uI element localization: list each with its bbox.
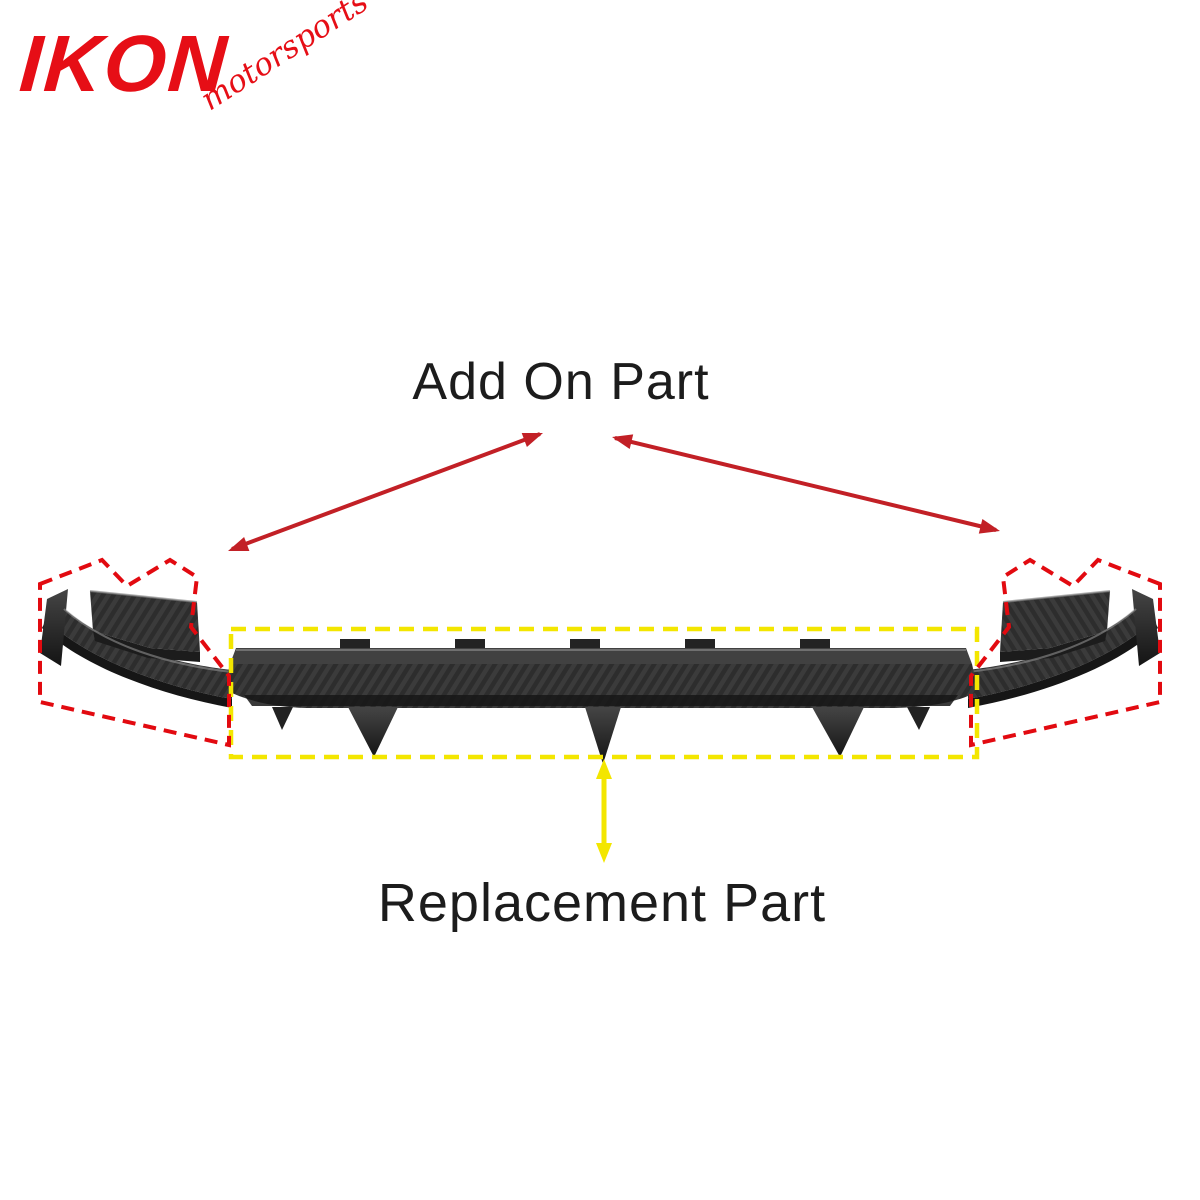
arrowhead xyxy=(228,537,250,551)
corner-slab-left-edge xyxy=(93,631,200,662)
diffuser-add-on-right xyxy=(967,588,1161,709)
arrowhead xyxy=(521,433,543,447)
replacement-part-label: Replacement Part xyxy=(377,873,827,933)
add-on-arrow-left xyxy=(228,432,543,551)
add-on-outline-left xyxy=(38,557,231,748)
diffuser-fin-right xyxy=(812,707,864,757)
brand-logo: IKON motorsports xyxy=(17,0,440,164)
arrowhead xyxy=(612,434,634,449)
highlight xyxy=(63,608,233,673)
diffuser-replacement-center xyxy=(224,639,978,764)
add-on-arrow-right xyxy=(612,434,1000,534)
add-on-part-label: Add On Part xyxy=(412,353,710,411)
replacement-arrow xyxy=(596,759,612,863)
arrowhead xyxy=(978,519,1000,534)
arrowhead xyxy=(596,759,612,779)
diffuser-shadow xyxy=(244,695,958,706)
diffuser-fin-center xyxy=(585,707,621,764)
replacement-outline xyxy=(228,626,980,760)
highlight xyxy=(89,590,198,603)
side-blade-left-lip xyxy=(42,620,232,708)
diffuser-add-on-left xyxy=(40,589,233,708)
diffuser-fin-left xyxy=(348,707,398,757)
add-on-outline-right xyxy=(969,557,1162,748)
arrow-shaft xyxy=(614,436,997,532)
diffuser-top-lip xyxy=(230,648,972,664)
diffuser-strake-left xyxy=(272,707,293,730)
arrow-shaft xyxy=(231,432,541,551)
side-endcap-left xyxy=(40,589,68,666)
arrowhead xyxy=(596,843,612,863)
corner-slab-left xyxy=(90,591,200,652)
diffuser-strake-right xyxy=(907,707,930,730)
diffuser-illustration xyxy=(40,588,1161,764)
